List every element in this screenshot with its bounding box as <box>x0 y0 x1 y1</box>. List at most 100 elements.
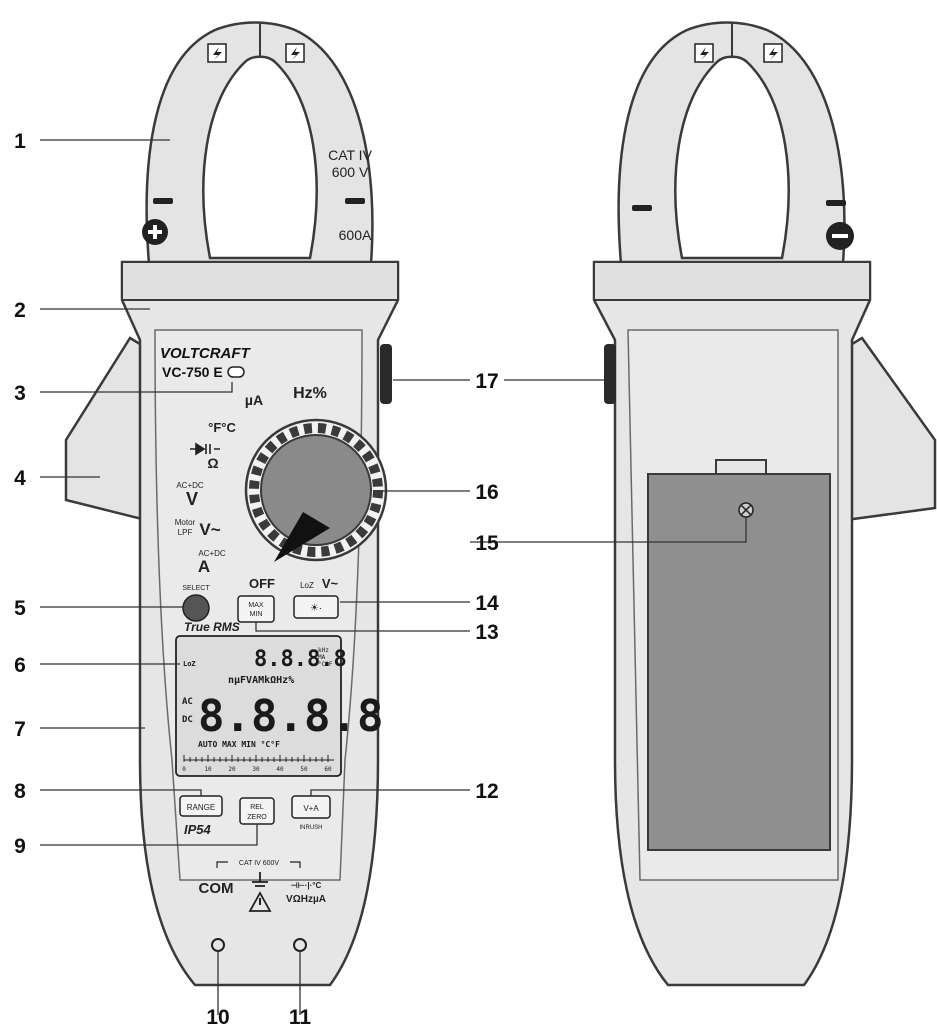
inrush-label: INRUSH <box>299 825 322 831</box>
cover-screw-icon[interactable] <box>738 502 754 518</box>
battery-compartment-cover[interactable] <box>647 473 831 851</box>
callout-7: 7 <box>14 718 26 741</box>
callout-16: 16 <box>475 481 498 504</box>
backlight-button[interactable] <box>293 595 339 619</box>
minus-icon <box>826 222 854 250</box>
upper-collar <box>121 261 399 301</box>
range-label: RANGE <box>187 803 215 812</box>
max-min-button[interactable] <box>237 595 275 623</box>
max-min-label-1: MAX <box>248 602 264 609</box>
dial-label-acdc-top: AC+DC <box>176 481 204 490</box>
lcd-scale-60: 60 <box>324 766 332 773</box>
callout-14: 14 <box>475 592 499 615</box>
battery-cover-latch[interactable] <box>715 459 767 475</box>
lcd-display <box>175 635 342 777</box>
input-label-line1: ⊣⊢·|·°C <box>291 880 322 890</box>
lcd-ac: AC <box>182 697 193 707</box>
callout-13: 13 <box>475 621 498 644</box>
dial-label-acdc-bottom: AC+DC <box>198 549 226 558</box>
v-plus-a-label: V+A <box>303 804 319 813</box>
clamp-current: 600A <box>339 227 372 243</box>
lcd-scale-20: 20 <box>228 766 236 773</box>
input-jack[interactable] <box>293 938 307 952</box>
plus-icon <box>142 219 168 245</box>
lcd-scale-50: 50 <box>300 766 308 773</box>
clamp-jaw-back <box>617 21 846 277</box>
clamp-trigger-front[interactable] <box>64 336 152 522</box>
lcd-sub-unit-temp: °C°F <box>318 661 333 668</box>
callout-9: 9 <box>14 835 26 858</box>
callout-6: 6 <box>14 654 26 677</box>
cat-rating-line2: 600 V <box>332 164 369 180</box>
diode-capacitance-icon <box>190 442 220 456</box>
dial-label-loz: LoZ <box>300 581 314 590</box>
lcd-status-row: AUTO MAX MIN °C°F <box>198 740 280 749</box>
hold-side-button[interactable] <box>380 344 392 404</box>
callout-10: 10 <box>206 1006 229 1029</box>
dial-label-lpf: LPF <box>178 528 193 537</box>
lcd-loz: LoZ <box>183 660 196 668</box>
lcd-scale-30: 30 <box>252 766 260 773</box>
lcd-sub-digits: 8.8.8.8 <box>254 647 347 672</box>
callout-17: 17 <box>475 370 498 393</box>
select-button[interactable] <box>182 594 210 622</box>
jaw-mark-left <box>153 198 173 204</box>
dial-label-micro-amp: µA <box>245 392 263 408</box>
select-label: SELECT <box>182 585 210 592</box>
hazard-icon <box>207 43 227 63</box>
lcd-scale-0: 0 <box>182 766 186 773</box>
lcd-units-row: nµFVAMkΩHz% <box>228 675 294 686</box>
terminal-cat-label: CAT IV 600V <box>239 860 280 867</box>
ground-icon <box>252 872 268 887</box>
cat-rating-line1: CAT IV <box>328 147 372 163</box>
backlight-label: ☀· <box>310 603 322 614</box>
dial-label-hz-percent: Hz% <box>293 385 327 402</box>
hold-side-button-back[interactable] <box>604 344 616 404</box>
com-label: COM <box>199 880 234 897</box>
front-view: CAT IV 600 V 600A VOLTCRAFT VC-750 E Hz%… <box>64 21 400 987</box>
lcd-sub-unit-khz: kHz <box>318 647 329 654</box>
dial-label-amp: A <box>198 557 210 576</box>
callout-8: 8 <box>14 780 26 803</box>
lcd-scale-40: 40 <box>276 766 284 773</box>
dial-pointer <box>274 512 330 562</box>
callouts <box>40 139 747 1015</box>
max-min-label-2: MIN <box>250 611 263 618</box>
input-label-line2: VΩHzµA <box>286 894 326 905</box>
callout-4: 4 <box>14 467 26 490</box>
model-name: VC-750 E <box>162 364 223 380</box>
callout-15: 15 <box>475 532 499 555</box>
rel-zero-label-1: REL <box>250 804 264 811</box>
dial-label-motor: Motor <box>175 518 196 527</box>
com-jack[interactable] <box>211 938 225 952</box>
flashlight-lens <box>227 366 245 378</box>
callout-5: 5 <box>14 597 26 620</box>
jaw-mark-right-back <box>826 200 846 206</box>
cat-label-bg <box>228 856 290 867</box>
jaw-mark-left-back <box>632 205 652 211</box>
callout-11: 11 <box>289 1006 312 1029</box>
lcd-bargraph-ticks <box>183 755 334 762</box>
dial-label-off: OFF <box>249 576 275 591</box>
hazard-icon <box>763 43 783 63</box>
callout-3: 3 <box>14 382 26 405</box>
lcd-main-digits: 8.8.8.8 <box>198 691 383 742</box>
rel-zero-label-2: ZERO <box>247 814 267 821</box>
callout-1: 1 <box>14 130 26 153</box>
upper-collar-back <box>593 261 871 301</box>
rotary-function-dial[interactable] <box>260 434 372 546</box>
callout-2: 2 <box>14 299 26 322</box>
clamp-trigger-back[interactable] <box>840 336 937 522</box>
true-rms-label: True RMS <box>184 620 240 634</box>
dial-label-v-dc: V <box>186 489 198 509</box>
dial-label-temperature: °F°C <box>208 420 236 435</box>
back-view <box>592 21 937 987</box>
hazard-icon <box>694 43 714 63</box>
lcd-scale-10: 10 <box>204 766 212 773</box>
dial-label-v-ac: V~ <box>199 520 220 539</box>
lcd-sub-unit-ma: MA <box>318 654 326 661</box>
warning-icon <box>248 891 272 912</box>
ip-rating: IP54 <box>184 822 212 837</box>
brand-logo: VOLTCRAFT <box>160 345 252 362</box>
